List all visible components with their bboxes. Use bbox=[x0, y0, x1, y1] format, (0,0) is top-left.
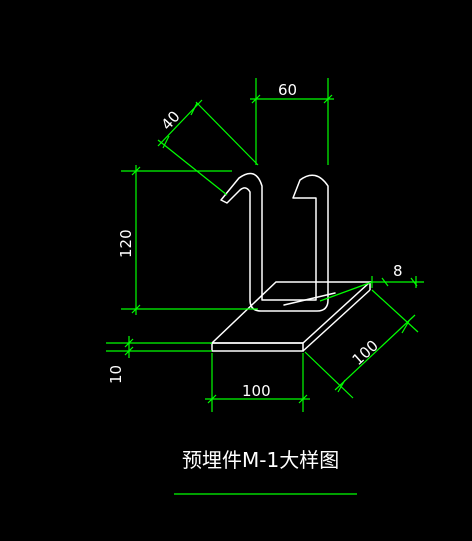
dim-60-tick-l bbox=[251, 94, 261, 104]
dim-120-tick-bottom bbox=[131, 304, 141, 314]
dim-10-tick-top bbox=[124, 338, 134, 348]
dim-60-tick-r bbox=[323, 94, 333, 104]
dim-100d-tick-a bbox=[337, 379, 346, 393]
dim-100d-tick-b bbox=[401, 320, 410, 334]
dim-8-leader bbox=[319, 281, 373, 302]
dim-10-label: 10 bbox=[107, 365, 125, 384]
dim-100-width-label: 100 bbox=[242, 382, 271, 400]
dim-40-ext-b bbox=[195, 101, 259, 166]
drawing-title: 预埋件M-1大样图 bbox=[182, 448, 339, 472]
dim-100-depth-label: 100 bbox=[349, 336, 382, 369]
dim-100d-line bbox=[334, 314, 416, 391]
dim-10-tick-bottom bbox=[124, 346, 134, 356]
dim-60-label: 60 bbox=[278, 81, 297, 99]
dim-100w-tick-r bbox=[298, 394, 308, 404]
plate-side-edge bbox=[302, 289, 371, 352]
plate-front-face bbox=[211, 342, 304, 352]
anchor-bar-outer bbox=[220, 172, 329, 312]
dimension-lines bbox=[106, 78, 424, 495]
dim-100w-tick-l bbox=[207, 394, 217, 404]
dim-120-tick-top bbox=[131, 166, 141, 176]
dim-40-tick-a bbox=[162, 135, 170, 149]
dim-40-ext-a bbox=[157, 139, 228, 196]
dim-100d-ext-a bbox=[304, 351, 354, 399]
dim-8-tick-a bbox=[381, 277, 389, 287]
dim-100d-ext-b bbox=[371, 289, 419, 333]
dim-120-label: 120 bbox=[117, 229, 135, 258]
dim-40-label: 40 bbox=[158, 107, 184, 133]
steel-plate bbox=[210, 281, 372, 352]
dim-8-label: 8 bbox=[393, 262, 403, 280]
anchor-bar bbox=[220, 172, 336, 312]
dim-40-tick-b bbox=[190, 102, 198, 116]
dimension-labels: 60 40 120 8 10 100 100 bbox=[107, 81, 403, 400]
anchor-bar-weld-line bbox=[283, 292, 336, 306]
